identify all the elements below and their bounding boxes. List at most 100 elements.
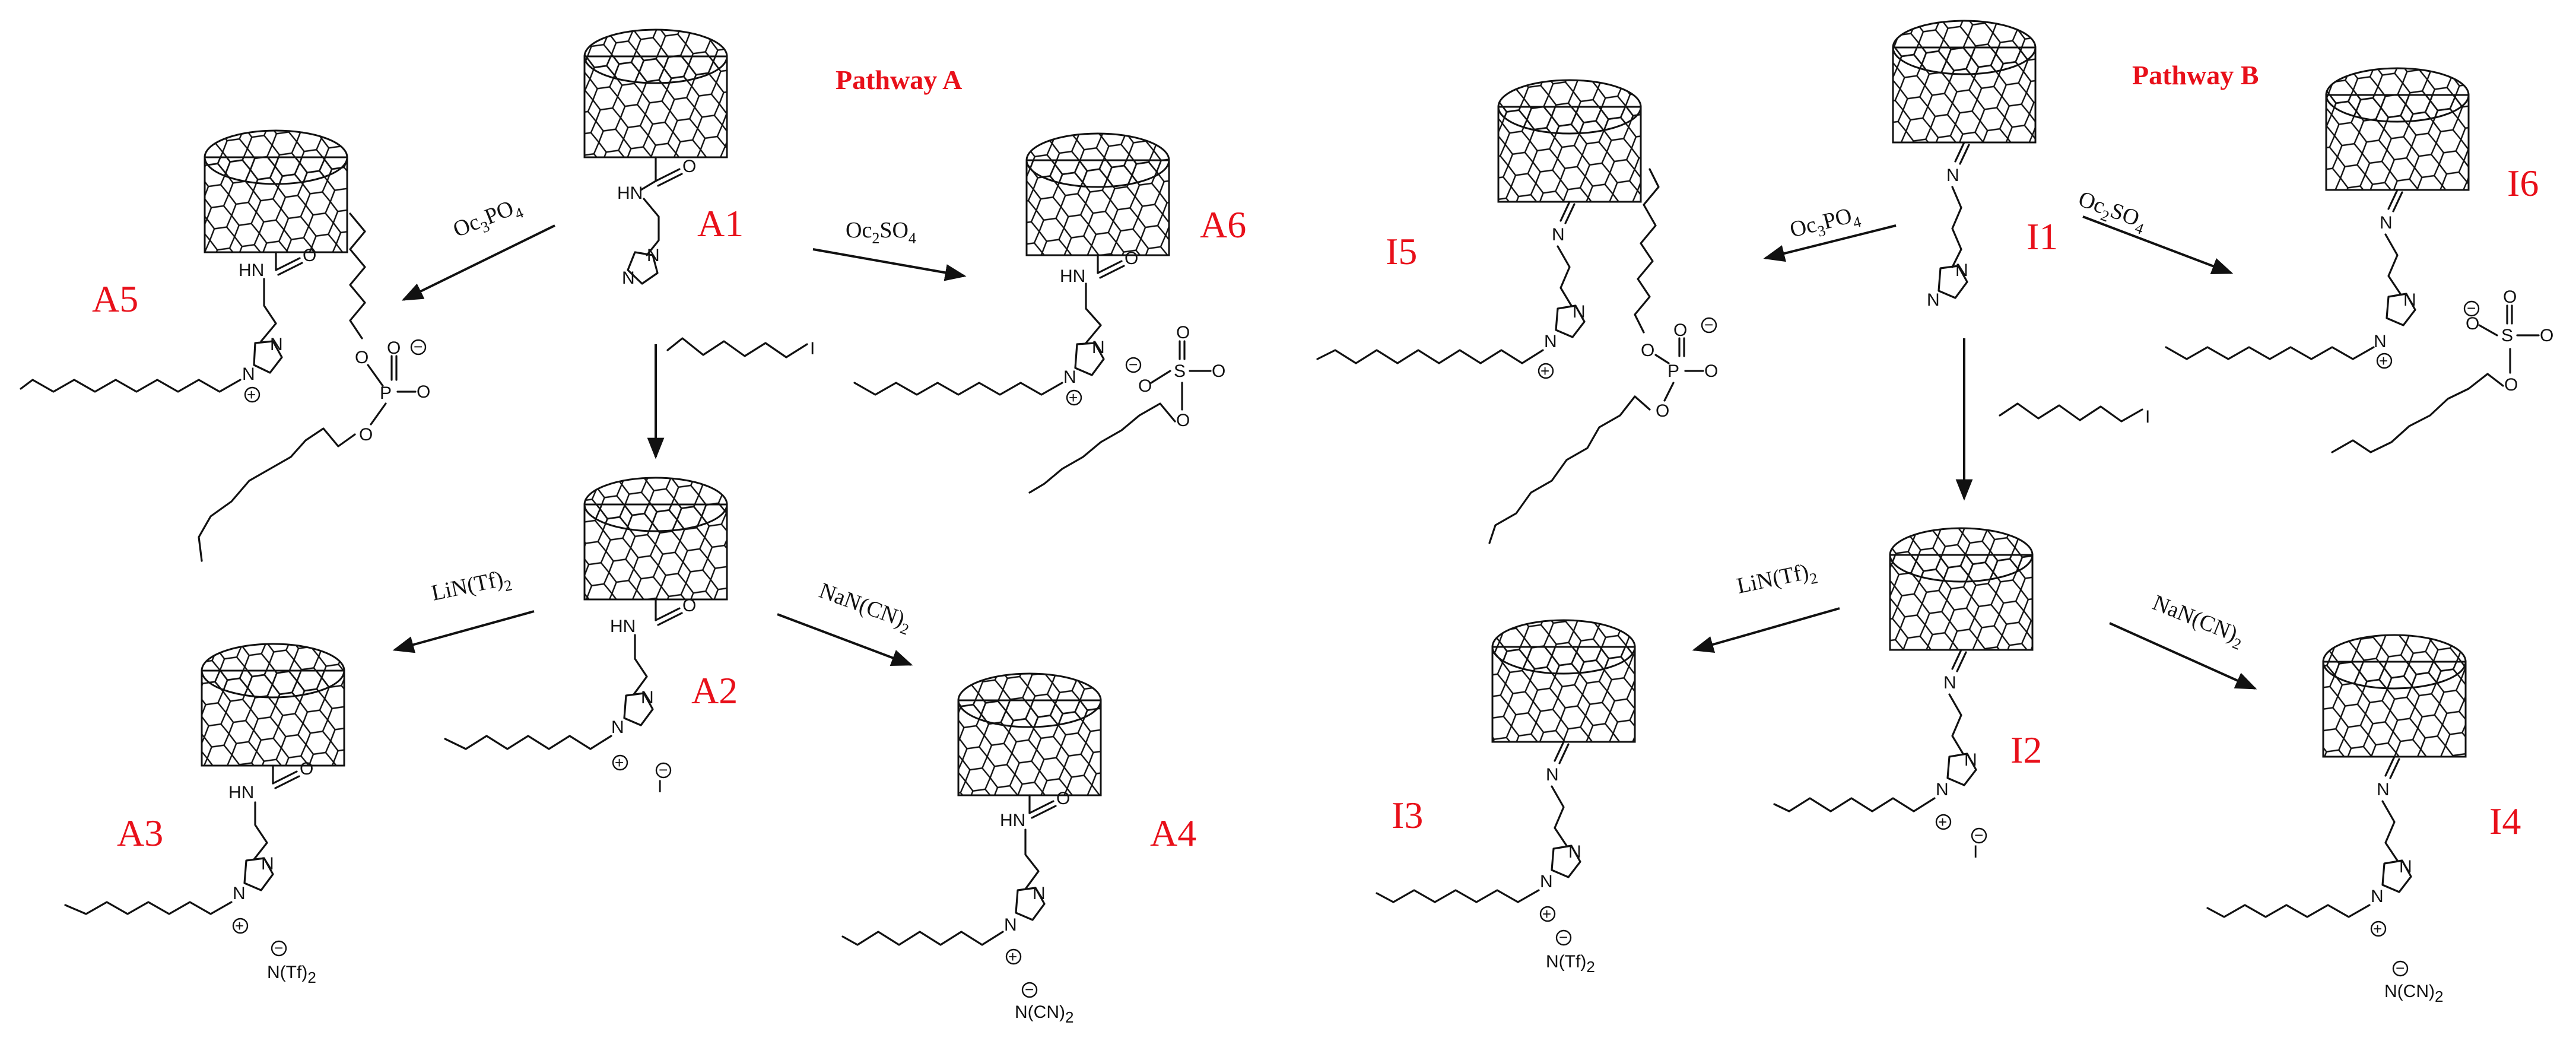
svg-text:O: O — [1704, 361, 1718, 381]
plus-charge-i6: + — [2376, 352, 2393, 370]
svg-text:HN: HN — [610, 617, 636, 636]
svg-text:O: O — [2466, 314, 2479, 334]
svg-text:I: I — [810, 339, 815, 358]
nanotube-a4 — [957, 672, 1102, 796]
svg-text:O: O — [1212, 361, 1225, 381]
nanotube-i2 — [1889, 527, 2034, 651]
label-i4: I4 — [2489, 800, 2521, 842]
svg-text:N: N — [1568, 842, 1581, 862]
svg-text:N: N — [2374, 332, 2387, 351]
svg-text:N: N — [1092, 338, 1105, 357]
svg-text:N: N — [1943, 673, 1956, 693]
svg-text:HN: HN — [1000, 811, 1025, 830]
svg-text:N: N — [1964, 750, 1977, 770]
svg-text:N: N — [622, 268, 635, 288]
svg-text:N: N — [2403, 290, 2416, 310]
svg-text:N: N — [2377, 780, 2390, 799]
svg-text:N: N — [1063, 367, 1076, 387]
structure-a3: O HN N N + − N(Tf)2 — [64, 759, 316, 986]
svg-text:−: − — [1025, 980, 1034, 998]
svg-text:N: N — [1546, 765, 1559, 785]
reagent-litf-a: LiN(Tf)2 — [429, 565, 514, 610]
arrow-i2-i4 — [2109, 622, 2257, 690]
minus-charge-a4: − — [1021, 980, 1038, 998]
svg-text:+: + — [1540, 362, 1549, 380]
iodide-anion-a2: I — [658, 777, 662, 796]
svg-text:N: N — [2371, 887, 2384, 906]
nanotube-i1 — [1892, 20, 2037, 144]
svg-text:N: N — [1927, 290, 1940, 310]
nanotubes — [201, 20, 2470, 796]
iodide-anion-i2: I — [1973, 842, 1978, 862]
plus-charge-i3: + — [1539, 905, 1556, 923]
label-a2: A2 — [691, 669, 738, 712]
compound-labels: A1 A2 A3 A4 A5 A6 I1 I2 I3 I4 I5 I6 — [92, 162, 2539, 854]
svg-text:P: P — [380, 383, 392, 403]
svg-text:−: − — [1704, 316, 1713, 334]
reagent-oc3po4-a: Oc3PO4 — [450, 193, 526, 246]
reagent-oc3po4-b: Oc3PO4 — [1787, 201, 1863, 246]
structure-a1: O HN N N — [617, 156, 696, 288]
reaction-arrows — [392, 215, 2257, 690]
svg-text:N: N — [1573, 302, 1586, 322]
hexyl-iodide-b: I — [1999, 402, 2150, 427]
svg-text:O: O — [682, 596, 696, 615]
nanotube-i6 — [2325, 67, 2470, 191]
svg-text:S: S — [2501, 326, 2513, 345]
structure-i3: N N N + − N(Tf)2 — [1376, 741, 1595, 976]
reagent-oc2so4-a: Oc2SO4 — [846, 218, 916, 247]
svg-text:N: N — [270, 335, 283, 354]
svg-text:N: N — [233, 884, 246, 903]
ntf-anion-a3: N(Tf)2 — [267, 963, 316, 986]
arrow-i1-i5 — [1763, 224, 1897, 262]
svg-text:−: − — [2396, 959, 2405, 977]
plus-charge-i2: + — [1935, 813, 1952, 831]
reagent-nacn-b: NaN(CN)2 — [2148, 590, 2248, 653]
svg-text:O: O — [2540, 326, 2553, 345]
label-a1: A1 — [697, 202, 744, 245]
nanotube-i4 — [2322, 634, 2467, 758]
svg-text:O: O — [1138, 376, 1152, 396]
svg-text:O: O — [300, 759, 313, 779]
ntf-anion-i3: N(Tf)2 — [1546, 952, 1595, 976]
nanotube-a3 — [201, 643, 345, 767]
svg-text:N: N — [1946, 166, 1959, 185]
minus-charge-i6: − — [2463, 299, 2480, 317]
svg-text:HN: HN — [228, 783, 254, 802]
label-i5: I5 — [1386, 230, 1417, 272]
plus-charge-i5: + — [1538, 362, 1554, 380]
ncn-anion-i4: N(CN)2 — [2384, 982, 2443, 1005]
nanotube-a1 — [583, 28, 728, 158]
svg-text:N: N — [2380, 213, 2393, 233]
nanotube-a5 — [204, 129, 348, 253]
pathway-b-title: Pathway B — [2132, 60, 2259, 90]
structure-i1: N N N — [1927, 141, 1970, 310]
svg-text:O: O — [355, 348, 369, 367]
svg-text:−: − — [274, 939, 283, 957]
plus-charge-a5: + — [244, 386, 261, 404]
arrow-i2-i3 — [1692, 607, 1840, 653]
svg-text:N: N — [647, 246, 660, 265]
reagent-nacn-a: NaN(CN)2 — [815, 578, 916, 639]
nanotube-i5 — [1497, 79, 1642, 203]
plus-charge-a6: + — [1066, 389, 1082, 407]
label-i3: I3 — [1392, 794, 1423, 836]
arrow-i1-i6 — [2082, 215, 2234, 274]
svg-text:−: − — [2467, 299, 2476, 317]
svg-text:O: O — [682, 157, 696, 176]
svg-text:+: + — [2373, 920, 2382, 938]
svg-text:O: O — [1056, 789, 1070, 808]
minus-charge-a3: − — [271, 939, 287, 957]
svg-text:I: I — [2145, 407, 2150, 427]
svg-text:HN: HN — [1060, 266, 1085, 286]
svg-text:P: P — [1667, 361, 1679, 381]
reagent-oc2so4-b: Oc2SO4 — [2074, 186, 2150, 238]
svg-text:O: O — [417, 382, 430, 402]
nanotube-i3 — [1491, 619, 1636, 743]
arrow-a1-a5 — [401, 224, 555, 301]
label-a4: A4 — [1150, 812, 1196, 854]
svg-text:−: − — [1559, 928, 1568, 946]
svg-text:−: − — [659, 761, 668, 779]
svg-text:N: N — [1033, 884, 1046, 903]
